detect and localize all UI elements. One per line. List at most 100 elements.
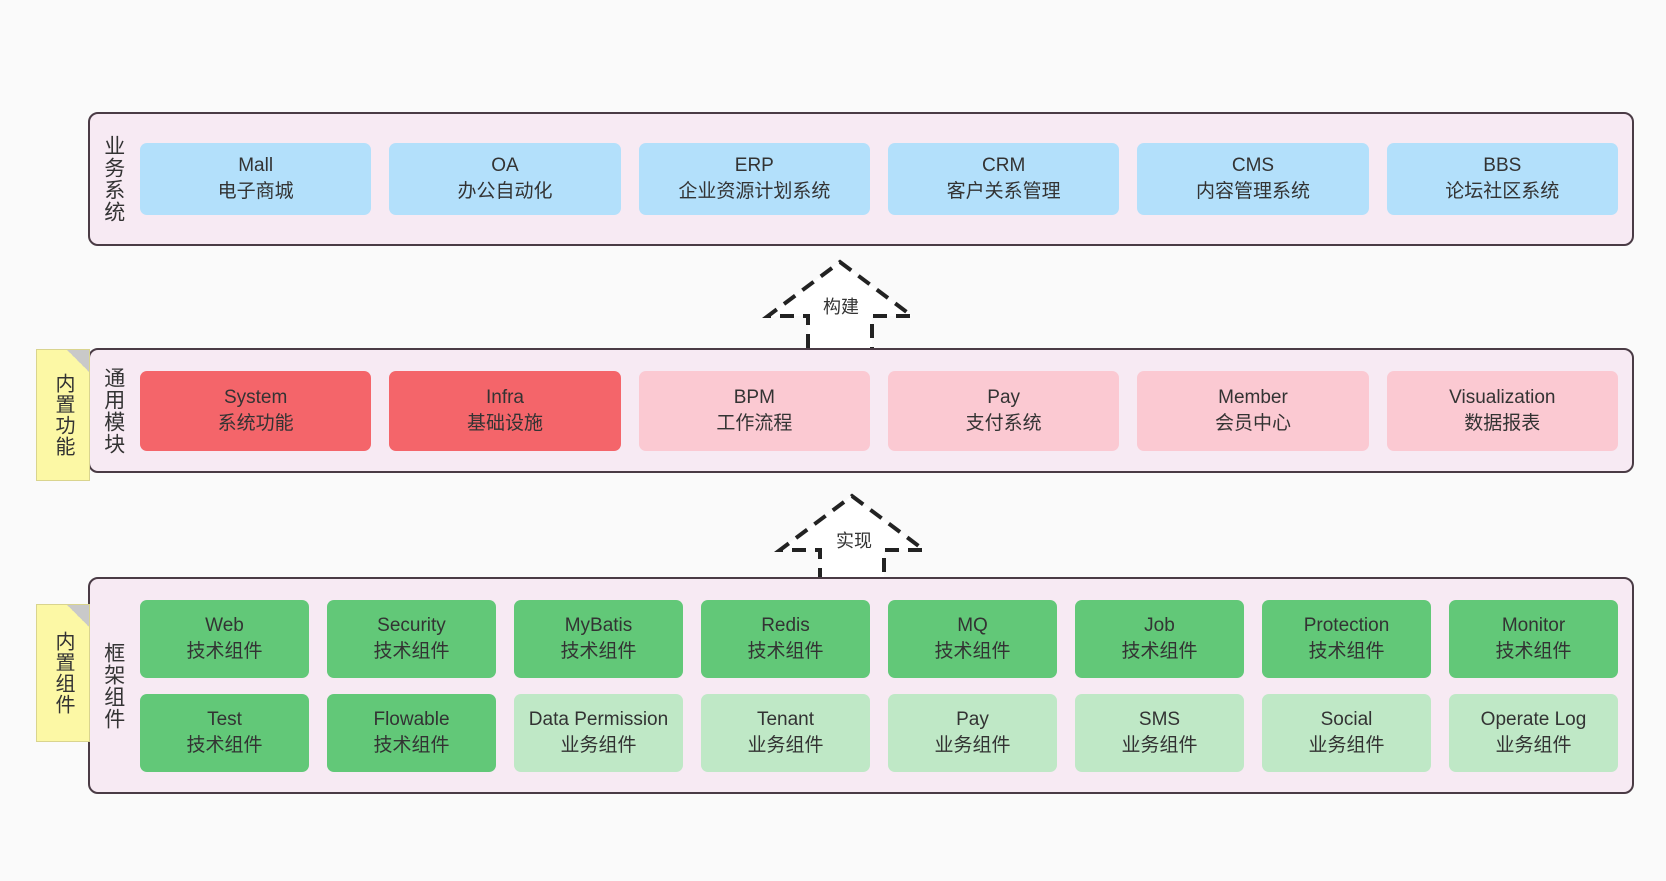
card-crm[interactable]: CRM 客户关系管理 xyxy=(887,143,1120,215)
card-mq-name: MQ xyxy=(957,614,988,636)
card-web[interactable]: Web 技术组件 xyxy=(140,599,309,678)
layer-framework-components-label: 框架组件 xyxy=(101,641,125,730)
card-web-desc: 技术组件 xyxy=(186,640,263,662)
arrow-implement: 实现 xyxy=(772,492,932,587)
card-mybatis-desc: 技术组件 xyxy=(560,640,637,662)
arrow-implement-label: 实现 xyxy=(836,531,872,551)
note-builtin-function: 内置功能 xyxy=(36,349,90,481)
card-flowable[interactable]: Flowable 技术组件 xyxy=(327,693,496,772)
common-modules-card-row: System 系统功能 Infra 基础设施 BPM 工作流程 Pay 支付系统… xyxy=(140,350,1618,471)
arrow-build-label: 构建 xyxy=(823,297,859,317)
card-pay-component[interactable]: Pay 业务组件 xyxy=(888,693,1057,772)
card-infra[interactable]: Infra 基础设施 xyxy=(389,370,621,451)
card-bpm[interactable]: BPM 工作流程 xyxy=(638,370,870,451)
card-infra-desc: 基础设施 xyxy=(466,412,543,434)
layer-business-systems-label: 业务系统 xyxy=(101,135,125,223)
card-system-name: System xyxy=(223,386,288,408)
card-oa[interactable]: OA 办公自动化 xyxy=(389,143,621,215)
framework-tech-card-row: Web 技术组件 Security 技术组件 MyBatis 技术组件 Redi… xyxy=(140,599,1618,678)
card-mybatis-name: MyBatis xyxy=(564,614,633,636)
layer-common-modules-body: System 系统功能 Infra 基础设施 BPM 工作流程 Pay 支付系统… xyxy=(136,350,1632,471)
layer-business-systems-body: Mall 电子商城 OA 办公自动化 ERP 企业资源计划系统 CRM 客户关系… xyxy=(136,114,1632,244)
card-bpm-name: BPM xyxy=(733,386,775,408)
layer-common-modules: 通用模块 System 系统功能 Infra 基础设施 BPM 工作流程 Pay… xyxy=(88,348,1634,473)
card-member-desc: 会员中心 xyxy=(1214,412,1291,434)
card-cms[interactable]: CMS 内容管理系统 xyxy=(1137,143,1369,215)
layer-framework-components-body: Web 技术组件 Security 技术组件 MyBatis 技术组件 Redi… xyxy=(136,579,1632,792)
card-operate-log[interactable]: Operate Log 业务组件 xyxy=(1449,693,1618,772)
card-sms-name: SMS xyxy=(1138,708,1181,730)
card-oa-desc: 办公自动化 xyxy=(457,181,553,202)
card-bbs-name: BBS xyxy=(1483,155,1522,177)
card-tenant[interactable]: Tenant 业务组件 xyxy=(701,693,870,772)
arrow-build: 构建 xyxy=(760,258,920,353)
card-job-name: Job xyxy=(1144,614,1175,636)
card-bpm-desc: 工作流程 xyxy=(716,412,793,434)
card-cms-name: CMS xyxy=(1231,155,1275,177)
card-tenant-desc: 业务组件 xyxy=(747,734,824,756)
card-social[interactable]: Social 业务组件 xyxy=(1262,693,1431,772)
layer-framework-components: 框架组件 Web 技术组件 Security 技术组件 MyBatis 技术组件… xyxy=(88,577,1634,794)
card-visualization[interactable]: Visualization 数据报表 xyxy=(1386,370,1618,451)
card-visualization-name: Visualization xyxy=(1449,386,1556,408)
card-infra-name: Infra xyxy=(485,386,524,408)
note-builtin-function-text: 内置功能 xyxy=(52,373,74,457)
card-pay-module[interactable]: Pay 支付系统 xyxy=(887,370,1120,451)
card-erp[interactable]: ERP 企业资源计划系统 xyxy=(638,143,870,215)
layer-common-modules-label: 通用模块 xyxy=(101,366,125,455)
card-system[interactable]: System 系统功能 xyxy=(140,370,372,451)
card-data-permission[interactable]: Data Permission 业务组件 xyxy=(514,693,683,772)
card-protection[interactable]: Protection 技术组件 xyxy=(1262,599,1431,678)
card-monitor-name: Monitor xyxy=(1501,614,1566,636)
card-pay-component-desc: 业务组件 xyxy=(934,734,1011,756)
card-system-desc: 系统功能 xyxy=(217,412,294,434)
card-protection-desc: 技术组件 xyxy=(1308,640,1385,662)
card-test[interactable]: Test 技术组件 xyxy=(140,693,309,772)
card-flowable-desc: 技术组件 xyxy=(373,734,450,756)
card-mybatis[interactable]: MyBatis 技术组件 xyxy=(514,599,683,678)
card-redis-name: Redis xyxy=(761,614,810,636)
card-member-name: Member xyxy=(1218,386,1288,408)
card-mq[interactable]: MQ 技术组件 xyxy=(888,599,1057,678)
card-redis-desc: 技术组件 xyxy=(747,640,824,662)
note-builtin-component: 内置组件 xyxy=(36,604,90,742)
card-data-permission-name: Data Permission xyxy=(528,708,669,730)
card-oa-name: OA xyxy=(491,155,519,177)
card-tenant-name: Tenant xyxy=(756,708,815,730)
card-pay-module-desc: 支付系统 xyxy=(965,412,1042,434)
page-fold-icon xyxy=(67,350,89,372)
card-security[interactable]: Security 技术组件 xyxy=(327,599,496,678)
card-redis[interactable]: Redis 技术组件 xyxy=(701,599,870,678)
card-social-name: Social xyxy=(1320,708,1373,730)
card-visualization-desc: 数据报表 xyxy=(1464,412,1541,434)
card-data-permission-desc: 业务组件 xyxy=(560,734,637,756)
card-job[interactable]: Job 技术组件 xyxy=(1075,599,1244,678)
card-test-desc: 技术组件 xyxy=(186,734,263,756)
card-operate-log-desc: 业务组件 xyxy=(1495,734,1572,756)
framework-business-card-row: Test 技术组件 Flowable 技术组件 Data Permission … xyxy=(140,693,1618,772)
card-security-desc: 技术组件 xyxy=(373,640,450,662)
card-crm-desc: 客户关系管理 xyxy=(946,181,1061,202)
card-sms[interactable]: SMS 业务组件 xyxy=(1075,693,1244,772)
card-web-name: Web xyxy=(205,614,244,636)
business-systems-card-row: Mall 电子商城 OA 办公自动化 ERP 企业资源计划系统 CRM 客户关系… xyxy=(140,114,1618,244)
card-bbs[interactable]: BBS 论坛社区系统 xyxy=(1386,143,1618,215)
card-protection-name: Protection xyxy=(1303,614,1390,636)
card-crm-name: CRM xyxy=(982,155,1026,177)
card-monitor-desc: 技术组件 xyxy=(1495,640,1572,662)
card-erp-desc: 企业资源计划系统 xyxy=(678,181,831,202)
page-fold-icon xyxy=(67,605,89,627)
card-mall-name: Mall xyxy=(238,155,274,177)
card-pay-module-name: Pay xyxy=(987,386,1021,408)
card-mq-desc: 技术组件 xyxy=(934,640,1011,662)
layer-business-systems: 业务系统 Mall 电子商城 OA 办公自动化 ERP 企业资源计划系统 CRM… xyxy=(88,112,1634,246)
card-social-desc: 业务组件 xyxy=(1308,734,1385,756)
card-flowable-name: Flowable xyxy=(373,708,450,730)
card-bbs-desc: 论坛社区系统 xyxy=(1445,181,1560,202)
card-monitor[interactable]: Monitor 技术组件 xyxy=(1449,599,1618,678)
card-mall[interactable]: Mall 电子商城 xyxy=(140,143,372,215)
card-test-name: Test xyxy=(207,708,242,730)
card-member[interactable]: Member 会员中心 xyxy=(1137,370,1369,451)
card-job-desc: 技术组件 xyxy=(1121,640,1198,662)
card-operate-log-name: Operate Log xyxy=(1480,708,1587,730)
